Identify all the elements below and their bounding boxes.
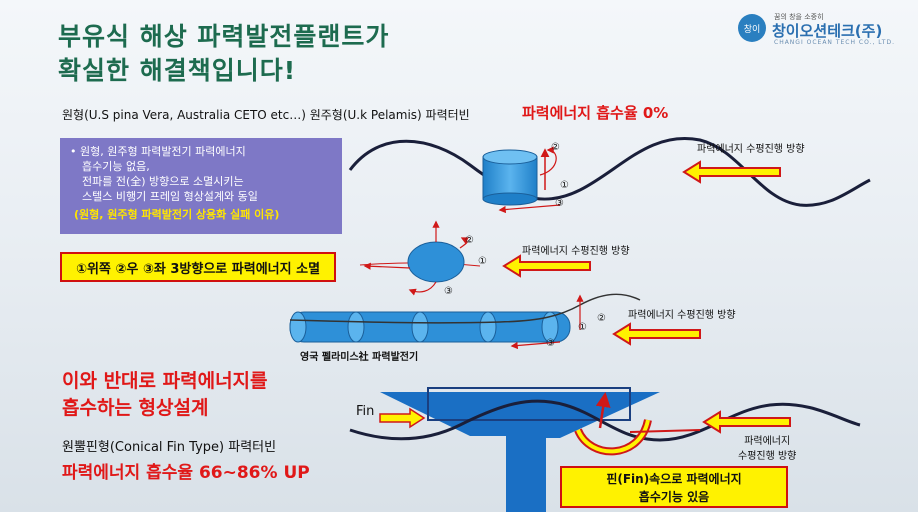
marker-one-middle: ① [478, 256, 487, 267]
bottom-direction-label: 파력에너지 수평진행 방향 [738, 432, 796, 462]
marker-two-top: ② [551, 142, 560, 153]
top-direction-label: 파력에너지 수평진행 방향 [697, 140, 805, 155]
bottom-direction-line-1: 파력에너지 [738, 432, 796, 447]
opposite-line-2: 흡수하는 형상설계 [62, 395, 268, 422]
opposite-line-1: 이와 반대로 파력에너지를 [62, 368, 268, 395]
conical-fin-label: 원뿔핀형(Conical Fin Type) 파력터빈 [62, 436, 276, 455]
middle-wave-direction-arrow [504, 256, 590, 276]
cylinder-buoy [483, 150, 537, 205]
middle-direction-label: 파력에너지 수평진행 방향 [522, 242, 630, 257]
marker-three-pelamis: ③ [546, 338, 555, 349]
pelamis-wave-direction-arrow [614, 324, 700, 344]
fin-label: Fin [356, 404, 374, 419]
fin-inflow-arrow [380, 409, 424, 427]
middle-arrow-left [365, 266, 410, 268]
top-arrow-left [500, 205, 560, 210]
absorption-high-label: 파력에너지 흡수율 66~86% UP [62, 458, 310, 483]
fin-box-line-1: 핀(Fin)속으로 파력에너지 [562, 470, 786, 488]
sphere-buoy [408, 242, 464, 282]
pelamis-direction-label: 파력에너지 수평진행 방향 [628, 306, 736, 321]
marker-three-top: ③ [555, 198, 564, 209]
marker-two-pelamis: ② [597, 313, 606, 324]
top-wave-direction-arrow [684, 162, 780, 182]
marker-three-middle: ③ [444, 286, 453, 297]
marker-one-pelamis: ① [578, 322, 587, 333]
pelamis-caption: 영국 펠라미스社 파력발전기 [300, 348, 418, 363]
pelamis-device [290, 312, 570, 342]
fin-box-line-2: 흡수기능 있음 [562, 488, 786, 506]
middle-arrow-down [410, 282, 436, 292]
top-arrow-right [540, 150, 556, 175]
opposite-design-heading: 이와 반대로 파력에너지를 흡수하는 형상설계 [62, 368, 268, 422]
marker-two-middle: ② [465, 235, 474, 246]
fin-absorption-box: 핀(Fin)속으로 파력에너지 흡수기능 있음 [560, 466, 788, 508]
bottom-direction-line-2: 수평진행 방향 [738, 447, 796, 462]
fin-wave-direction-arrow [704, 412, 790, 432]
marker-one-top: ① [560, 180, 569, 191]
